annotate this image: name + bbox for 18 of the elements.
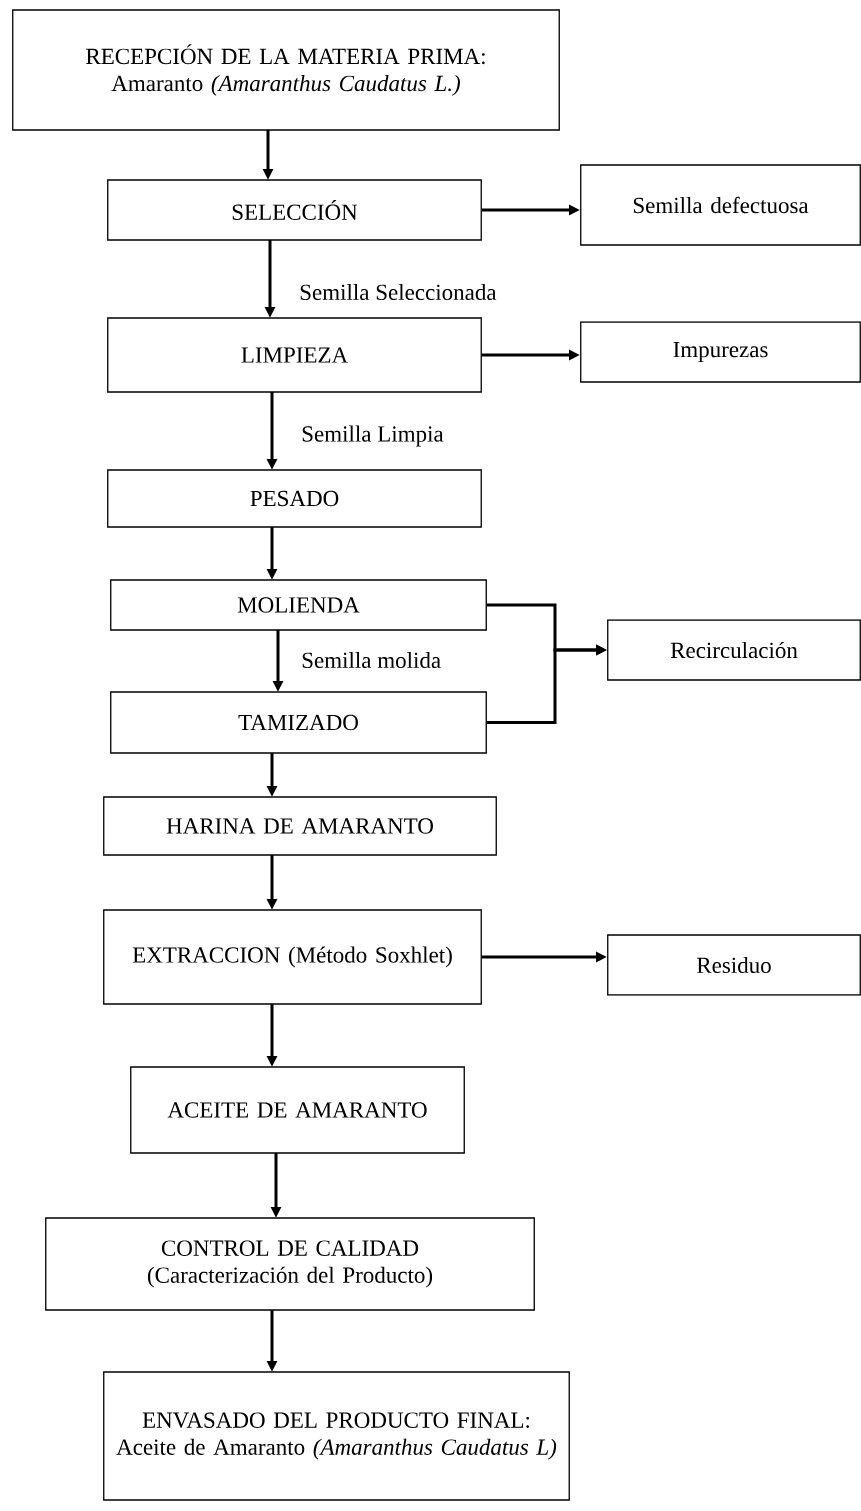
output-box: Semilla defectuosa (580, 164, 861, 246)
process-box: CONTROL DE CALIDAD (Caracterización del Producto) (45, 1217, 535, 1311)
process-box: EXTRACCION (Método Soxhlet) (103, 909, 482, 1005)
output-box: Residuo (607, 934, 861, 996)
output-box: Recirculación (607, 619, 861, 681)
edge-label: Semilla Seleccionada (298, 282, 498, 302)
process-box: ENVASADO DEL PRODUCTO FINAL: Aceite de Amaranto (Amaranthus Caudatus L) (103, 1371, 570, 1501)
output-box: Impurezas (580, 321, 861, 383)
process-box: PESADO (107, 469, 482, 528)
process-box: MOLIENDA (110, 579, 487, 631)
edge-label: Semilla Limpia (300, 424, 445, 448)
process-box: HARINA DE AMARANTO (103, 796, 497, 856)
process-box: ACEITE DE AMARANTO (130, 1066, 465, 1154)
process-box: RECEPCIÓN DE LA MATERIA PRIMA: Amaranto (Amaranthus Caudatus L.) (12, 9, 560, 131)
edge-label: Semilla molida (300, 650, 443, 670)
process-box: LIMPIEZA (107, 317, 482, 393)
process-box: TAMIZADO (110, 691, 487, 754)
process-box: SELECCIÓN (107, 179, 482, 241)
